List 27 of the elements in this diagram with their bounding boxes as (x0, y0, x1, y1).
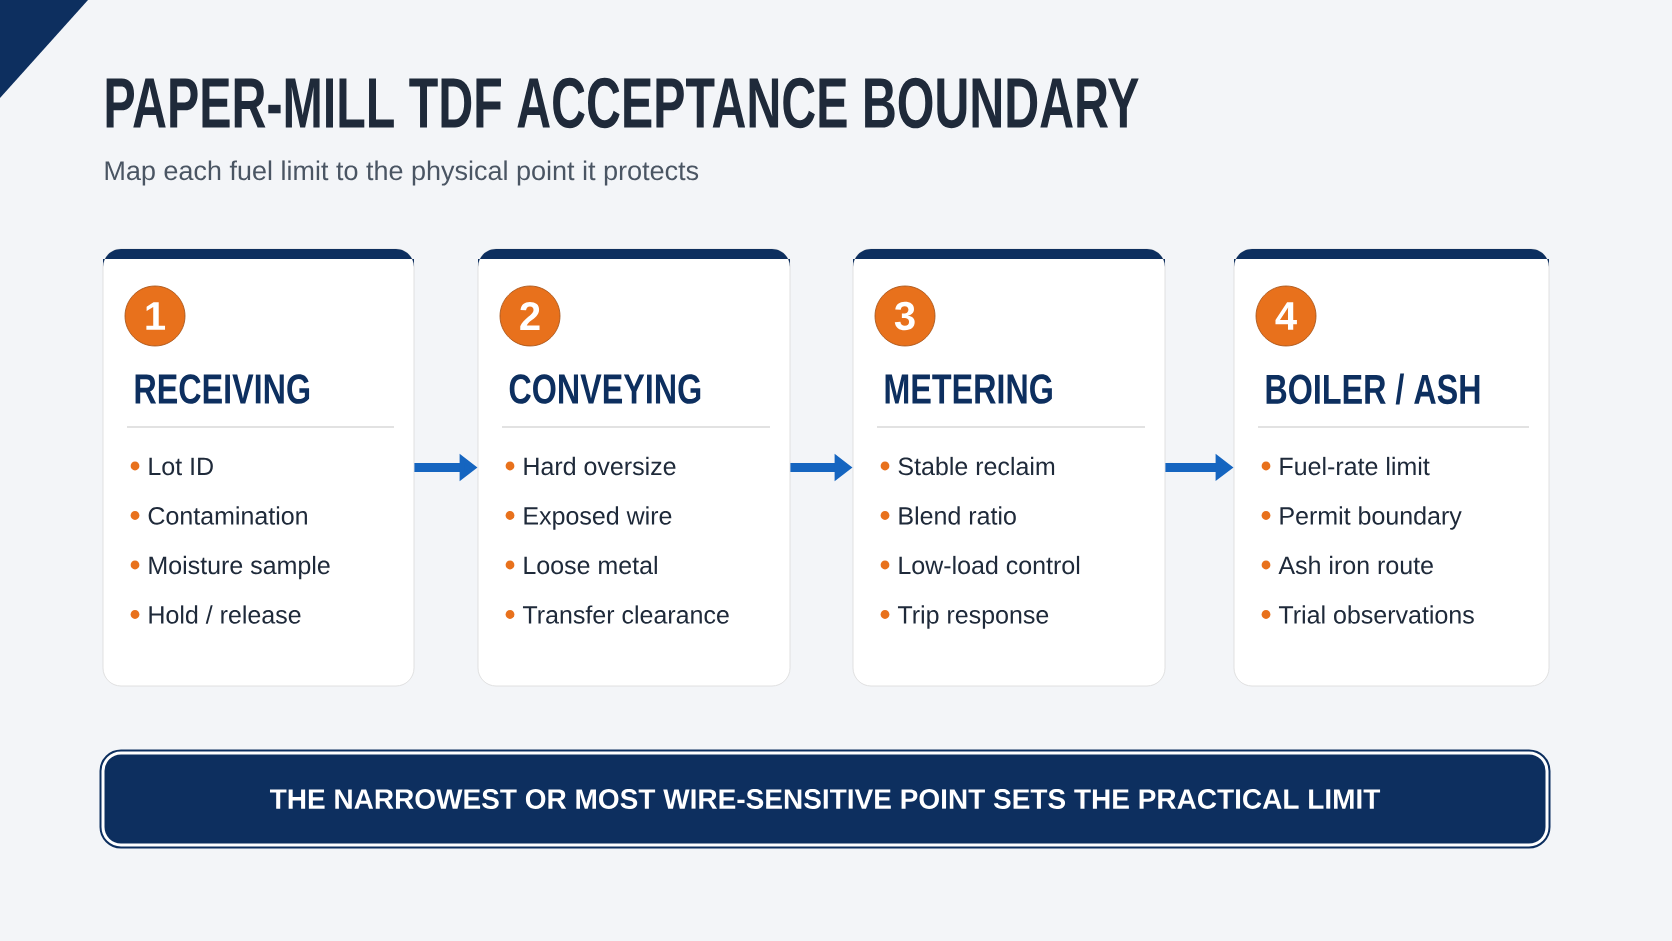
bullet-item: Hard oversize (505, 456, 676, 476)
bullet-item: Moisture sample (130, 555, 330, 580)
step-heading: METERING (885, 374, 1052, 404)
bullet-item: Contamination (130, 506, 307, 525)
step-heading: RECEIVING (135, 374, 310, 404)
step-heading: BOILER / ASH (1266, 373, 1480, 405)
bullet-item: Fuel-rate limit (1261, 456, 1430, 476)
number-badge: 4 (1255, 285, 1317, 347)
bullet-item: Stable reclaim (880, 456, 1055, 476)
step-heading: CONVEYING (509, 374, 701, 404)
number-badge: 1 (124, 285, 186, 347)
bullet-item: Trial observations (1261, 605, 1474, 624)
bullet-item: Low-load control (880, 555, 1080, 575)
bullet-item: Transfer clearance (505, 605, 729, 624)
bullet-item: Lot ID (130, 457, 213, 476)
bullet-item: Exposed wire (505, 506, 672, 530)
bullet-item: Ash iron route (1261, 555, 1433, 575)
bullet-item: Trip response (880, 605, 1049, 629)
number-badge: 2 (499, 285, 561, 347)
bullet-item: Blend ratio (880, 506, 1016, 525)
subtitle: Map each fuel limit to the physical point it protects (105, 160, 699, 186)
title: PAPER-MILL TDF ACCEPTANCE BOUNDARY (106, 77, 1139, 129)
number-badge: 3 (874, 285, 936, 347)
bullet-item: Loose metal (505, 555, 657, 575)
bullet-item: Permit boundary (1261, 506, 1462, 530)
bullet-item: Hold / release (130, 605, 301, 624)
banner: THE NARROWEST OR MOST WIRE-SENSITIVE POINT SETS THE PRACTICAL LIMIT (99, 749, 1551, 849)
